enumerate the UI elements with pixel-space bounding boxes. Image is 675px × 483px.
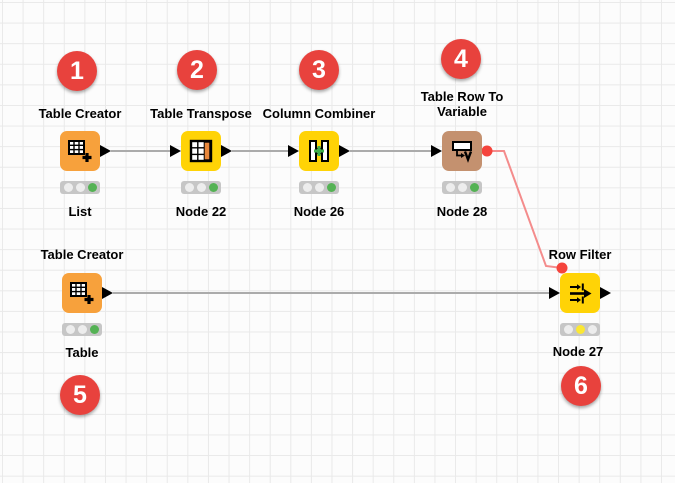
node-label[interactable]: Node 27	[552, 344, 604, 359]
table-plus-icon	[68, 140, 92, 162]
node-label[interactable]: Table	[65, 345, 99, 360]
node-table-creator-table[interactable]	[62, 273, 102, 313]
traffic-light	[442, 181, 482, 194]
node-name: Table Creator	[40, 247, 124, 262]
output-port-triangle	[102, 287, 113, 299]
traffic-light	[560, 323, 600, 336]
node-column-combiner[interactable]	[299, 131, 339, 171]
input-port-triangle	[288, 145, 299, 157]
input-port-triangle	[431, 145, 442, 157]
input-port-triangle	[549, 287, 560, 299]
node-label[interactable]: List	[68, 204, 92, 219]
connection-node22-to-node26[interactable]	[221, 145, 299, 157]
node27-output-port-triangle[interactable]	[600, 287, 611, 299]
traffic-light	[299, 181, 339, 194]
table-transpose-icon	[189, 139, 213, 163]
variable-connection-node28-to-node27[interactable]	[481, 145, 568, 274]
annotation-badge-2[interactable]: 2	[177, 50, 217, 90]
node-table-creator-list[interactable]	[60, 131, 100, 171]
connection-table-to-node27[interactable]	[102, 287, 560, 299]
node-row-filter[interactable]	[560, 273, 600, 313]
output-port-triangle	[339, 145, 350, 157]
variable-output-port	[481, 145, 493, 157]
annotation-badge-1[interactable]: 1	[57, 51, 97, 91]
connection-node26-to-node28[interactable]	[339, 145, 442, 157]
output-port-triangle	[221, 145, 232, 157]
traffic-light	[62, 323, 102, 336]
output-port-triangle	[100, 145, 111, 157]
annotation-badge-3[interactable]: 3	[299, 50, 339, 90]
node-label[interactable]: Node 22	[175, 204, 227, 219]
node-name: Row Filter	[548, 247, 612, 262]
connection-list-to-node22[interactable]	[100, 145, 181, 157]
node-table-row-to-variable[interactable]	[442, 131, 482, 171]
annotation-badge-6[interactable]: 6	[561, 366, 601, 406]
traffic-light	[181, 181, 221, 194]
annotation-badge-5[interactable]: 5	[60, 375, 100, 415]
node-name: Table Creator	[38, 106, 122, 121]
row-to-variable-icon	[452, 141, 473, 163]
input-port-triangle	[170, 145, 181, 157]
column-combiner-icon	[309, 140, 329, 162]
node-table-transpose[interactable]	[181, 131, 221, 171]
traffic-light	[60, 181, 100, 194]
row-filter-icon	[569, 283, 591, 303]
variable-input-port	[556, 262, 568, 274]
node-name: Column Combiner	[262, 106, 376, 121]
node-name: Table Transpose	[150, 106, 252, 121]
annotation-badge-4[interactable]: 4	[441, 39, 481, 79]
table-plus-icon	[70, 282, 94, 304]
node-label[interactable]: Node 26	[293, 204, 345, 219]
node-name: Table Row To Variable	[420, 89, 504, 119]
node-label[interactable]: Node 28	[436, 204, 488, 219]
